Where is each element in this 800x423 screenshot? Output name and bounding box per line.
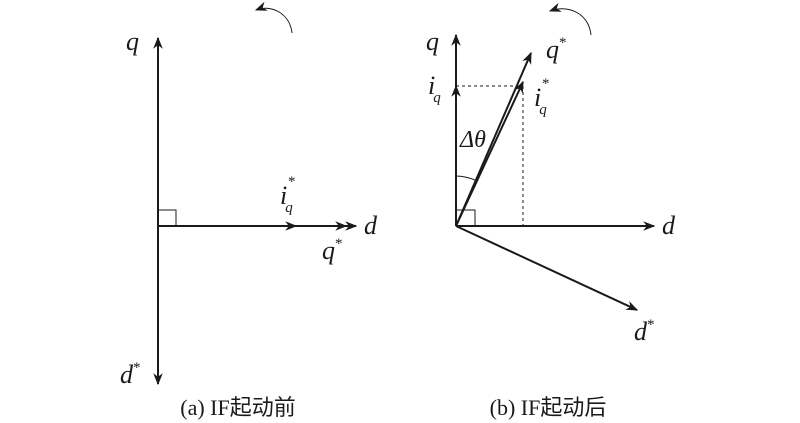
panel-a: q d d* iq * q* (a) IF起动前 [120, 1, 378, 420]
rotation-arrow-icon [254, 1, 293, 34]
dstar-vector [455, 225, 639, 311]
d-axis-label: d [662, 211, 676, 240]
angle-label: Δθ [459, 127, 486, 153]
right-angle-marker [158, 209, 177, 226]
angle-arc [455, 175, 478, 182]
caption-a: (a) IF起动前 [180, 395, 295, 420]
dstar-axis-label: d* [120, 360, 141, 389]
q-axis-label: q [426, 27, 439, 56]
qstar-label: q* [322, 236, 343, 265]
qstar-label: q* [546, 35, 567, 64]
iq-label: iq [428, 71, 441, 106]
caption-b: (b) IF起动后 [490, 395, 607, 420]
dstar-label: d* [634, 317, 655, 346]
iq-star-label: iq [534, 83, 547, 118]
rotation-arrow-icon [548, 2, 592, 36]
right-angle-marker [456, 209, 476, 226]
panel-b: q iq q* iq * Δθ d d* (b) IF起动后 [426, 2, 676, 420]
iq-star-vector [455, 80, 524, 227]
d-axis-label: d [364, 211, 378, 240]
iq-star-sup: * [542, 76, 550, 92]
iq-star-label: iq [280, 181, 293, 216]
iq-star-sup: * [288, 174, 296, 190]
q-axis-label: q [126, 27, 139, 56]
